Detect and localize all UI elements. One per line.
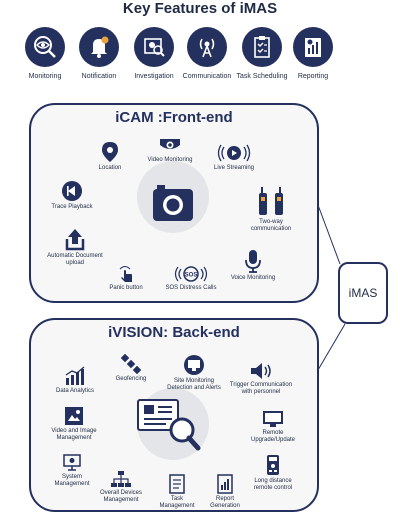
icam-item-location: Location [85, 141, 135, 172]
ivision-item-remote-upgrade: Remote Upgrade/Update [247, 410, 299, 444]
feature-label: Investigation [134, 73, 174, 80]
feature-notification: Notification [69, 27, 129, 81]
ivision-item-overall-devices: Overall Devices Management [97, 470, 145, 504]
microphone-icon [245, 250, 261, 273]
icam-item-live-streaming: Live Streaming [209, 143, 259, 172]
page-title: Key Features of iMAS [122, 0, 278, 17]
site-monitor-icon [184, 355, 204, 375]
playback-icon [62, 181, 82, 201]
task-doc-icon [169, 474, 185, 494]
imas-box: iMAS [338, 262, 388, 324]
camera-icon [153, 185, 193, 221]
upload-icon [65, 229, 85, 251]
icam-item-trace-playback: Trace Playback [45, 180, 99, 211]
icam-item-panic-button: Panic button [103, 265, 149, 292]
ivision-item-long-distance: Long distance remote control [247, 454, 299, 492]
image-icon [65, 407, 83, 425]
investigation-icon [134, 27, 174, 67]
feature-label: Reporting [297, 73, 329, 80]
feature-task-scheduling: Task Scheduling [232, 27, 292, 81]
system-icon [63, 454, 81, 471]
remote-icon [267, 455, 279, 475]
bell-icon [79, 27, 119, 67]
sos-icon: SOS [174, 266, 208, 282]
bar-chart-icon [65, 366, 85, 385]
ivision-item-video-image: Video and Image Management [47, 406, 101, 442]
feature-investigation: Investigation [124, 27, 184, 81]
ivision-item-task: Task Management [157, 474, 197, 510]
ivision-item-trigger: Trigger Communication with personnel [227, 362, 295, 396]
walkie-talkie-icon [259, 187, 283, 215]
ivision-item-site-monitoring: Site Monitoring Detection and Alerts [165, 354, 223, 392]
ivision-item-geofencing: Geofencing [109, 354, 153, 383]
icam-panel: iCAM :Front-end Location Video Monitorin… [29, 103, 319, 303]
feature-label: Communication [182, 73, 232, 80]
satellite-icon [121, 354, 141, 374]
feature-label: Monitoring [28, 73, 62, 80]
clipboard-icon [242, 27, 282, 67]
icam-item-voice: Voice Monitoring [227, 249, 279, 282]
speaker-icon [251, 363, 271, 379]
ivision-item-data-analytics: Data Analytics [51, 366, 99, 395]
icam-item-sos: SOS SOS Distress Calls [161, 265, 221, 292]
icam-item-video-monitoring: Video Monitoring [142, 135, 198, 164]
ivision-panel: iVISION: Back-end Geofencing Site Monito… [29, 318, 319, 512]
monitor-icon [263, 411, 283, 427]
feature-label: Notification [81, 73, 117, 80]
icam-item-document-upload: Automatic Document upload [45, 227, 105, 267]
feature-label: Task Scheduling [236, 73, 288, 80]
network-icon [111, 471, 131, 487]
touch-icon [119, 266, 132, 282]
radio-tower-icon [187, 27, 227, 67]
ivision-title: iVISION: Back-end [108, 324, 240, 341]
report-doc-icon [217, 474, 233, 494]
document-search-icon [137, 399, 201, 451]
svg-text:SOS: SOS [185, 273, 198, 279]
feature-reporting: Reporting [283, 27, 343, 81]
live-stream-icon [217, 144, 251, 162]
eye-icon [25, 27, 65, 67]
ivision-item-system: System Management [49, 454, 95, 488]
icam-item-two-way: Two-way communication [241, 185, 301, 233]
cctv-camera-icon [160, 139, 180, 149]
report-icon [293, 27, 333, 67]
feature-communication: Communication [177, 27, 237, 81]
ivision-item-report: Report Generation [205, 474, 245, 510]
icam-title: iCAM :Front-end [115, 109, 233, 126]
feature-monitoring: Monitoring [15, 27, 75, 81]
location-pin-icon [102, 142, 118, 162]
